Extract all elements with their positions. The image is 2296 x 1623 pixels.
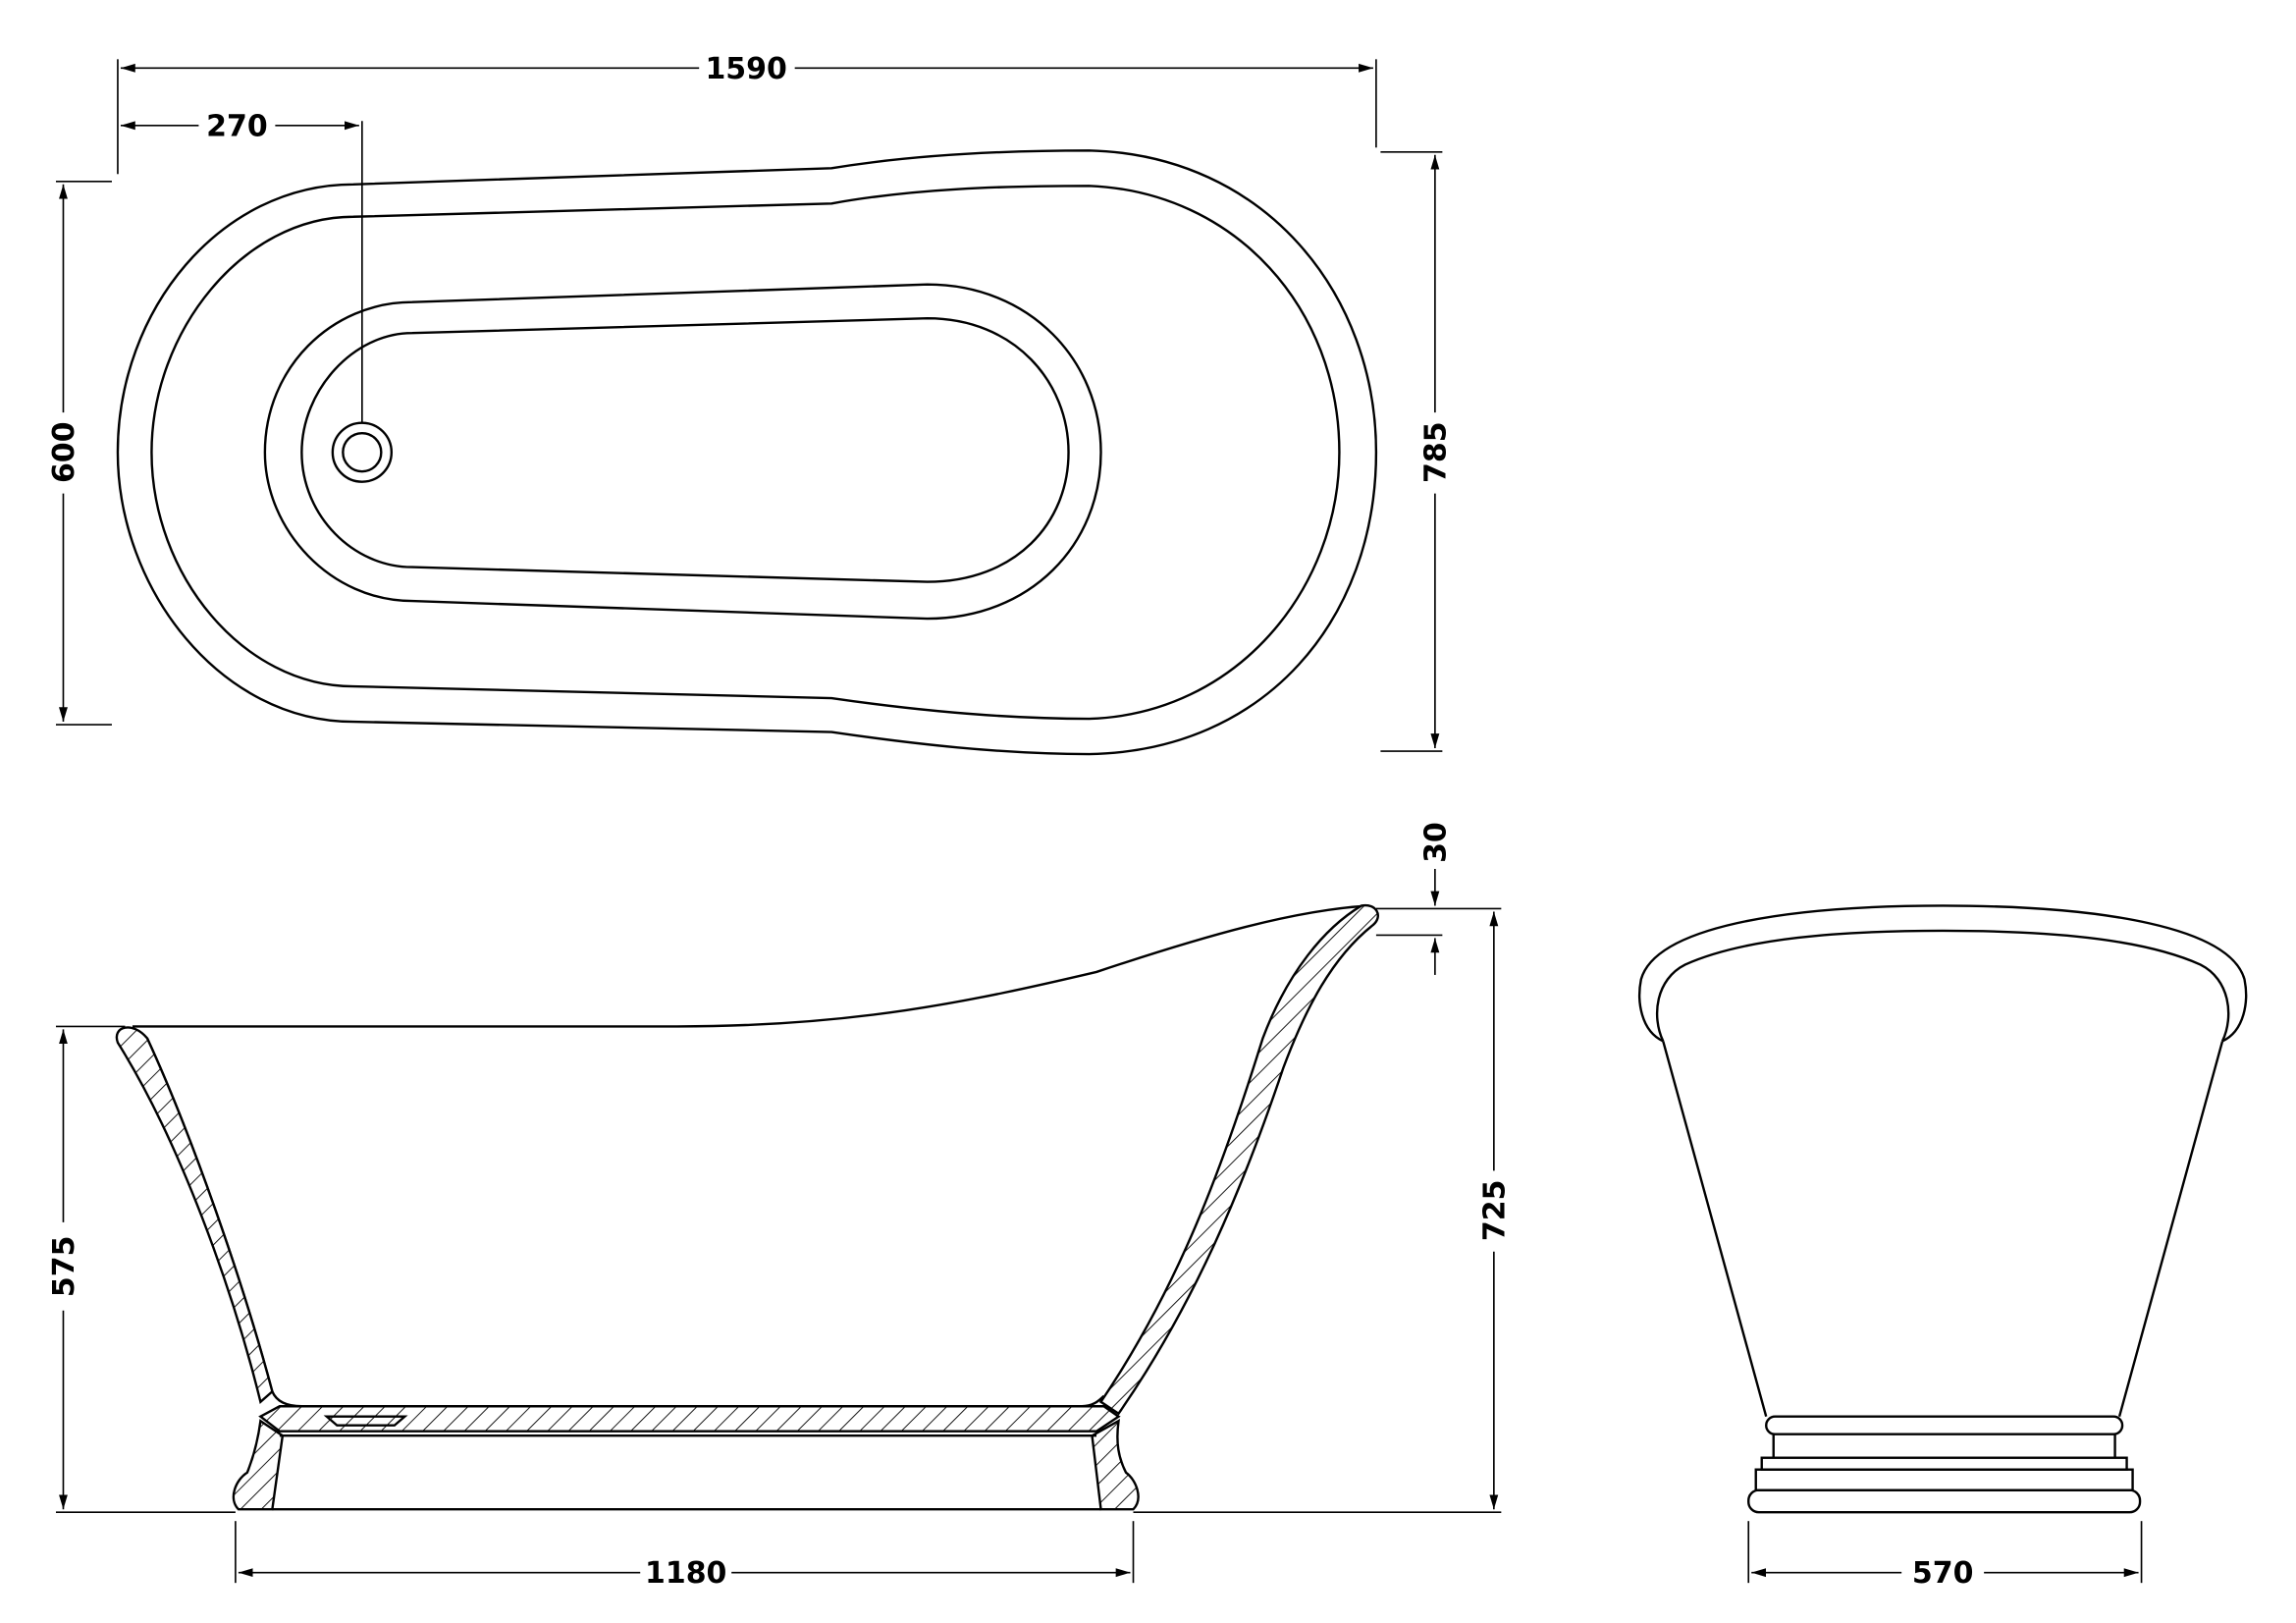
plan-view <box>116 121 1378 756</box>
side-waste <box>323 1415 408 1427</box>
waste-inner-icon <box>342 431 383 473</box>
plan-inner-rim <box>150 185 1341 721</box>
side-pedestal-right <box>1091 1419 1140 1511</box>
dim-785: 785 <box>1418 421 1453 483</box>
plan-dimensions: 1590 270 600 785 <box>47 52 1453 752</box>
side-right-wall <box>1098 903 1379 1416</box>
dim-1590: 1590 <box>705 52 786 86</box>
dim-30: 30 <box>1418 822 1453 863</box>
side-left-wall <box>115 1026 274 1404</box>
end-rim-outer <box>1638 904 2248 1043</box>
end-band-2 <box>1760 1456 2128 1471</box>
dim-570: 570 <box>1912 1556 1974 1591</box>
end-rim-inner <box>1655 929 2230 1042</box>
dim-270: 270 <box>206 109 268 143</box>
plan-basin-outer <box>263 283 1102 621</box>
dim-575: 575 <box>47 1236 81 1298</box>
end-band-3 <box>1754 1468 2134 1491</box>
end-base <box>1747 1488 2142 1514</box>
end-dimensions: 570 <box>1747 1521 2143 1591</box>
dim-600: 600 <box>47 421 81 483</box>
plan-basin-inner <box>300 317 1070 583</box>
dim-725: 725 <box>1477 1180 1512 1242</box>
side-floor <box>258 1405 1121 1433</box>
side-rim-line <box>132 904 1369 1028</box>
side-inner-curve <box>145 1037 1105 1408</box>
side-pedestal-left <box>232 1419 285 1511</box>
side-dimensions: 575 725 30 1180 <box>47 822 1512 1591</box>
end-band-1 <box>1765 1415 2124 1435</box>
end-view <box>1638 904 2248 1514</box>
waste-outer-icon <box>331 421 394 483</box>
end-body <box>1662 1041 2224 1418</box>
plan-outer-rim <box>116 149 1378 756</box>
dim-1180: 1180 <box>645 1556 726 1591</box>
side-view <box>115 903 1379 1511</box>
